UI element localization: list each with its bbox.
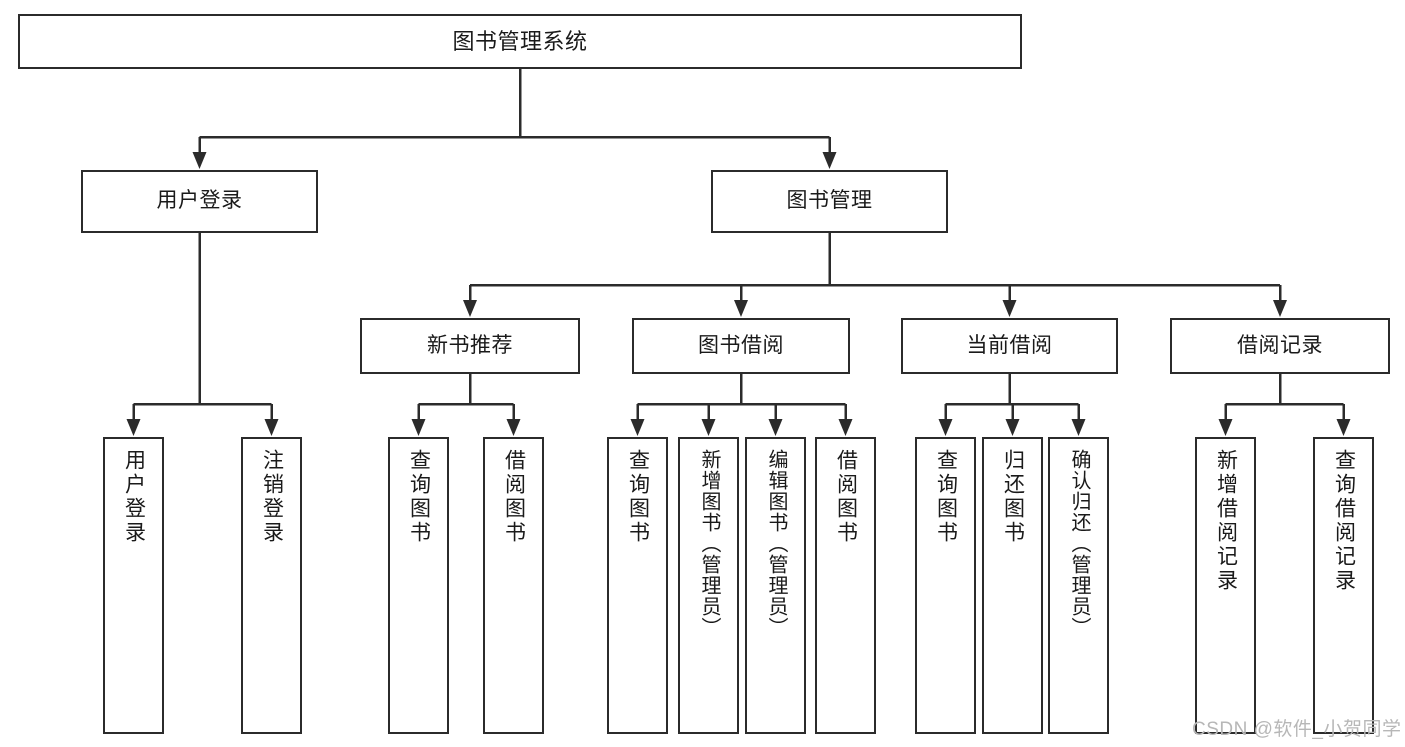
node-label: 归还图书 bbox=[1001, 449, 1025, 545]
arrowhead-icon bbox=[1002, 300, 1017, 317]
node-leaf-query-book-cb[interactable]: 查询图书 bbox=[915, 437, 976, 734]
node-leaf-query-record[interactable]: 查询借阅记录 bbox=[1313, 437, 1374, 734]
arrowhead-icon bbox=[701, 419, 716, 436]
node-label: 图书借阅 bbox=[698, 333, 784, 357]
arrowhead-icon bbox=[1005, 419, 1020, 436]
node-root[interactable]: 图书管理系统 bbox=[18, 14, 1022, 69]
node-book-manage[interactable]: 图书管理 bbox=[711, 170, 948, 233]
node-leaf-return-book[interactable]: 归还图书 bbox=[982, 437, 1043, 734]
node-leaf-query-book-bb[interactable]: 查询图书 bbox=[607, 437, 668, 734]
node-label: 新增图书（管理员） bbox=[698, 449, 720, 638]
node-leaf-add-record[interactable]: 新增借阅记录 bbox=[1195, 437, 1256, 734]
node-leaf-confirm-return[interactable]: 确认归还（管理员） bbox=[1048, 437, 1109, 734]
node-label: 借阅记录 bbox=[1237, 333, 1323, 357]
arrowhead-icon bbox=[1273, 300, 1287, 317]
node-leaf-edit-book[interactable]: 编辑图书（管理员） bbox=[745, 437, 806, 734]
arrowhead-icon bbox=[463, 300, 477, 317]
node-label: 新书推荐 bbox=[427, 333, 513, 357]
watermark-text: CSDN @软件_小贺同学 bbox=[1192, 719, 1402, 740]
arrowhead-icon bbox=[192, 152, 207, 169]
node-user-login[interactable]: 用户登录 bbox=[81, 170, 318, 233]
node-leaf-add-book[interactable]: 新增图书（管理员） bbox=[678, 437, 739, 734]
node-label: 用户登录 bbox=[156, 189, 243, 213]
arrowhead-icon bbox=[768, 419, 783, 436]
node-label: 注销登录 bbox=[260, 449, 284, 545]
arrowhead-icon bbox=[838, 419, 853, 436]
node-label: 查询图书 bbox=[407, 449, 431, 545]
arrowhead-icon bbox=[126, 419, 141, 436]
node-leaf-query-book-rec[interactable]: 查询图书 bbox=[388, 437, 449, 734]
node-book-borrow[interactable]: 图书借阅 bbox=[632, 318, 850, 374]
arrowhead-icon bbox=[1218, 419, 1233, 436]
node-label: 当前借阅 bbox=[966, 333, 1053, 357]
arrowhead-icon bbox=[822, 152, 837, 169]
node-label: 用户登录 bbox=[122, 449, 146, 545]
arrowhead-icon bbox=[506, 419, 521, 436]
arrowhead-icon bbox=[411, 419, 426, 436]
node-leaf-user-login[interactable]: 用户登录 bbox=[103, 437, 164, 734]
node-leaf-logout[interactable]: 注销登录 bbox=[241, 437, 302, 734]
node-label: 新增借阅记录 bbox=[1214, 449, 1238, 593]
arrowhead-icon bbox=[734, 300, 748, 317]
node-borrow-record[interactable]: 借阅记录 bbox=[1170, 318, 1390, 374]
node-new-book-rec[interactable]: 新书推荐 bbox=[360, 318, 580, 374]
node-label: 查询图书 bbox=[934, 449, 958, 545]
arrowhead-icon bbox=[264, 419, 279, 436]
arrowhead-icon bbox=[1071, 419, 1086, 436]
arrowhead-icon bbox=[1336, 419, 1351, 436]
node-label: 编辑图书（管理员） bbox=[765, 449, 787, 638]
node-label: 确认归还（管理员） bbox=[1068, 449, 1090, 638]
arrowhead-icon bbox=[630, 419, 645, 436]
node-leaf-borrow-book-bb[interactable]: 借阅图书 bbox=[815, 437, 876, 734]
node-leaf-borrow-book-rec[interactable]: 借阅图书 bbox=[483, 437, 544, 734]
node-label: 查询图书 bbox=[626, 449, 650, 545]
node-label: 图书管理系统 bbox=[452, 28, 588, 54]
node-label: 借阅图书 bbox=[834, 449, 858, 545]
arrowhead-icon bbox=[938, 419, 953, 436]
node-label: 图书管理 bbox=[786, 189, 873, 213]
node-label: 借阅图书 bbox=[502, 449, 526, 545]
node-label: 查询借阅记录 bbox=[1332, 449, 1356, 593]
node-current-borrow[interactable]: 当前借阅 bbox=[901, 318, 1118, 374]
